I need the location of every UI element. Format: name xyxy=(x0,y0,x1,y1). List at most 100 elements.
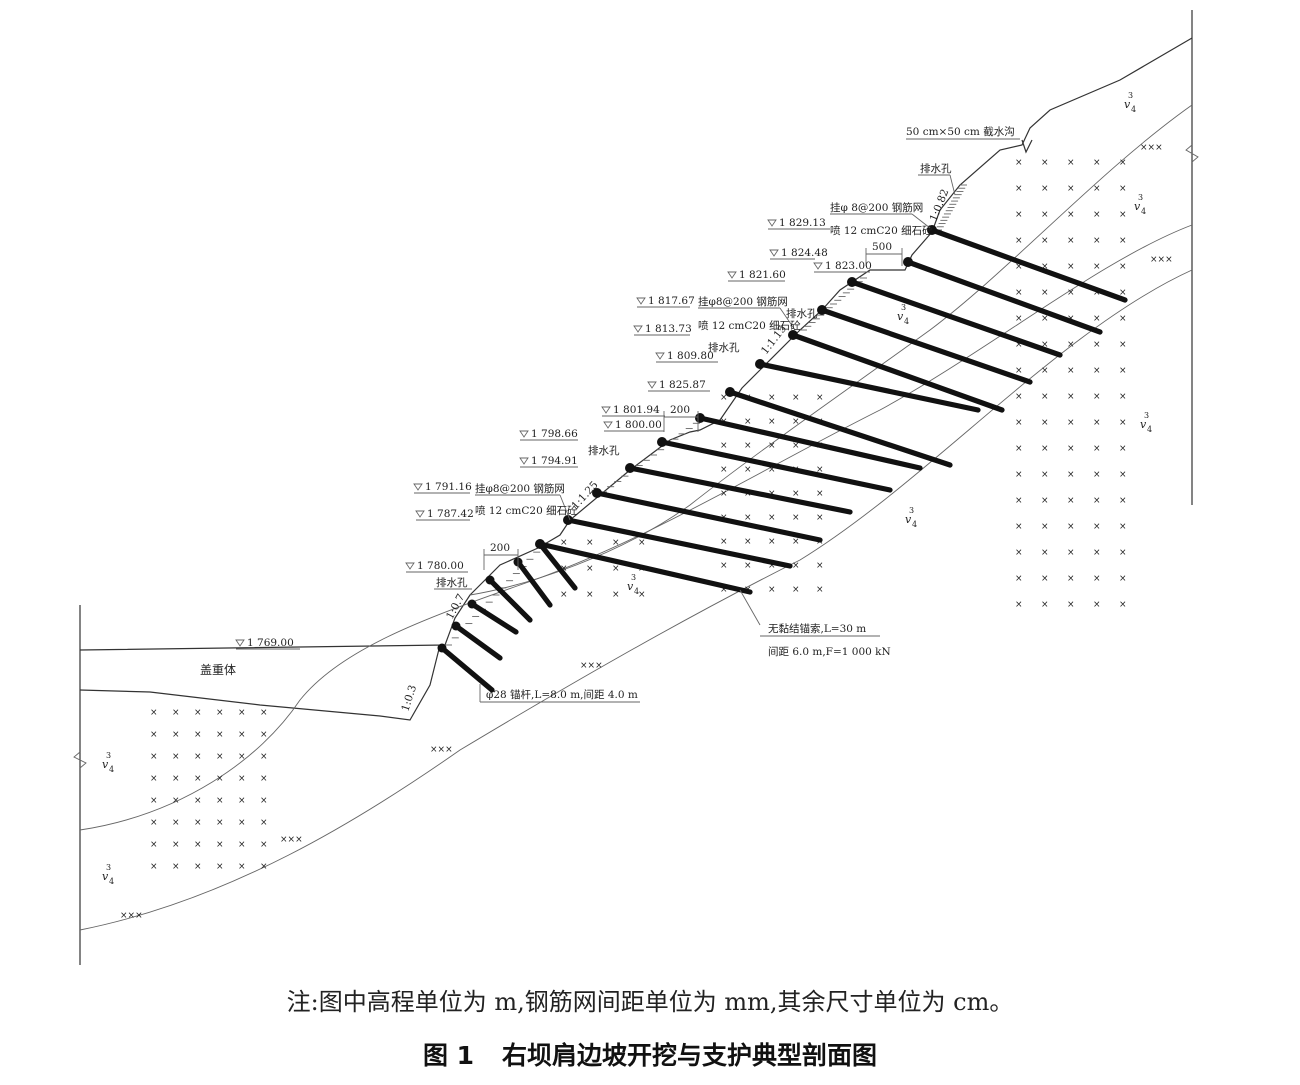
right-border-break xyxy=(1185,144,1199,163)
hatch-mark: × xyxy=(150,708,158,718)
hatch-mark: × xyxy=(1093,210,1101,220)
hatch-mark: × xyxy=(1093,470,1101,480)
hatch-mark: × xyxy=(720,537,728,547)
hatch-mark: × xyxy=(1067,340,1075,350)
hatch-mark: × xyxy=(1041,470,1049,480)
hatch-mark: × xyxy=(612,538,620,548)
annotations: 50 cm×50 cm 截水沟 排水孔 挂φ 8@200 钢筋网 喷 12 cm… xyxy=(200,125,1020,713)
anchor-head xyxy=(725,387,735,397)
hatch-mark: × xyxy=(216,708,224,718)
figure-title: 右坝肩边坡开挖与支护典型剖面图 xyxy=(502,1041,878,1070)
hatch-mark: × xyxy=(194,862,202,872)
hatch-mark: × xyxy=(792,417,800,427)
elevation-triangle xyxy=(655,352,665,360)
hatch-mark: × xyxy=(638,590,646,600)
anchor-cable xyxy=(659,439,893,493)
cable-label-line2: 间距 6.0 m,F=1 000 kN xyxy=(768,645,891,658)
anchor-head xyxy=(755,359,765,369)
hatch-mark: × xyxy=(586,564,594,574)
anchor-head xyxy=(817,305,827,315)
rock-class-sup: 3 xyxy=(631,573,636,582)
rock-class-sub: 4 xyxy=(1131,105,1136,114)
hatch-mark: × xyxy=(612,564,620,574)
rock-class-sub: 4 xyxy=(1141,207,1146,216)
hatch-mark: × xyxy=(150,818,158,828)
bolt-head xyxy=(467,599,477,609)
anchor-cable xyxy=(757,361,981,413)
hatch-mark: × xyxy=(1015,236,1023,246)
elevation-triangle xyxy=(519,430,529,438)
hatch-mark: × xyxy=(1041,314,1049,324)
hatch-mark: × xyxy=(1067,158,1075,168)
elevation-value: 1 813.73 xyxy=(645,323,692,335)
hatch-mark: × xyxy=(260,708,268,718)
hatch-mark: × xyxy=(768,513,776,523)
elevation-value: 1 823.00 xyxy=(825,260,872,272)
anchor-head xyxy=(903,257,913,267)
hatch-mark: × xyxy=(1041,236,1049,246)
elevation-value: 1 791.16 xyxy=(425,481,472,493)
hatch-mark: × xyxy=(1067,366,1075,376)
hatch-mark: × xyxy=(238,774,246,784)
hatch-mark: × xyxy=(194,752,202,762)
hatch-mark: × xyxy=(260,862,268,872)
hatch-mark: × xyxy=(216,730,224,740)
left-border-break xyxy=(73,751,87,769)
cable-label-line1: 无黏结锚索,L=30 m xyxy=(768,622,866,635)
hatch-mark: × xyxy=(1093,496,1101,506)
hatch-mark: × xyxy=(216,796,224,806)
hatch-mark: × xyxy=(1119,184,1127,194)
hatch-mark: × xyxy=(1119,444,1127,454)
elevation-value: 1 821.60 xyxy=(739,269,786,281)
hatch-mark: × xyxy=(1067,418,1075,428)
hatch-mark: × xyxy=(1041,184,1049,194)
elevation-triangle xyxy=(769,249,779,257)
rock-class-sup: 3 xyxy=(1128,91,1133,100)
hatch-mark: × xyxy=(194,818,202,828)
bolt-label: φ28 锚杆,L=8.0 m,间距 4.0 m xyxy=(486,688,638,701)
shotcrete-label-low: 喷 12 cmC20 细石砼 xyxy=(475,504,578,517)
hatch-mark: × xyxy=(1093,184,1101,194)
hatch-mark: × xyxy=(1015,314,1023,324)
slope-ratio: 1:0.7 xyxy=(444,592,467,621)
elevation-value: 1 800.00 xyxy=(615,419,662,431)
hatch-mark: × xyxy=(792,441,800,451)
hatch-mark: × xyxy=(172,774,180,784)
rock-bolt xyxy=(469,601,519,635)
hatch-mark: × xyxy=(1119,288,1127,298)
anchor-head xyxy=(695,413,705,423)
hatch-mark: × xyxy=(816,561,824,571)
elevation-triangle xyxy=(636,297,646,305)
hatch-mark: × xyxy=(1067,392,1075,402)
hatch-mark: × xyxy=(1067,262,1075,272)
elevation-value: 1 794.91 xyxy=(531,455,578,467)
hatch-mark: × xyxy=(1067,600,1075,610)
rock-class-symbol: v xyxy=(627,580,634,593)
anchor-cables xyxy=(437,225,1128,693)
hatch-mark: × xyxy=(768,465,776,475)
rock-class-sup: 3 xyxy=(1138,193,1143,202)
hatch-mark: × xyxy=(768,393,776,403)
elevation-triangle xyxy=(727,271,737,279)
anchor-head xyxy=(625,463,635,473)
hatch-mark: × xyxy=(638,538,646,548)
rock-class-sub: 4 xyxy=(912,520,917,529)
elevation-value: 1 825.87 xyxy=(659,379,706,391)
dim-500: 500 xyxy=(872,241,892,253)
elevation-value: 1 780.00 xyxy=(417,560,464,572)
elevation-triangle xyxy=(405,562,415,570)
hatch-mark: × xyxy=(216,840,224,850)
rock-bolt xyxy=(487,577,533,623)
hatch-mark: × xyxy=(560,590,568,600)
anchor-cable xyxy=(905,259,1103,335)
hatch-mark: × xyxy=(744,465,752,475)
hatch-mark: × xyxy=(1015,366,1023,376)
elevation-value: 1 829.13 xyxy=(779,217,826,229)
hatch-mark: × xyxy=(1093,236,1101,246)
hatch-mark: × xyxy=(768,441,776,451)
bolt-head xyxy=(451,621,461,631)
hatch-mark: × xyxy=(1015,340,1023,350)
hatch-mark: × xyxy=(744,561,752,571)
hatch-mark: × xyxy=(1015,470,1023,480)
drain-label-bottom: 排水孔 xyxy=(436,576,468,589)
